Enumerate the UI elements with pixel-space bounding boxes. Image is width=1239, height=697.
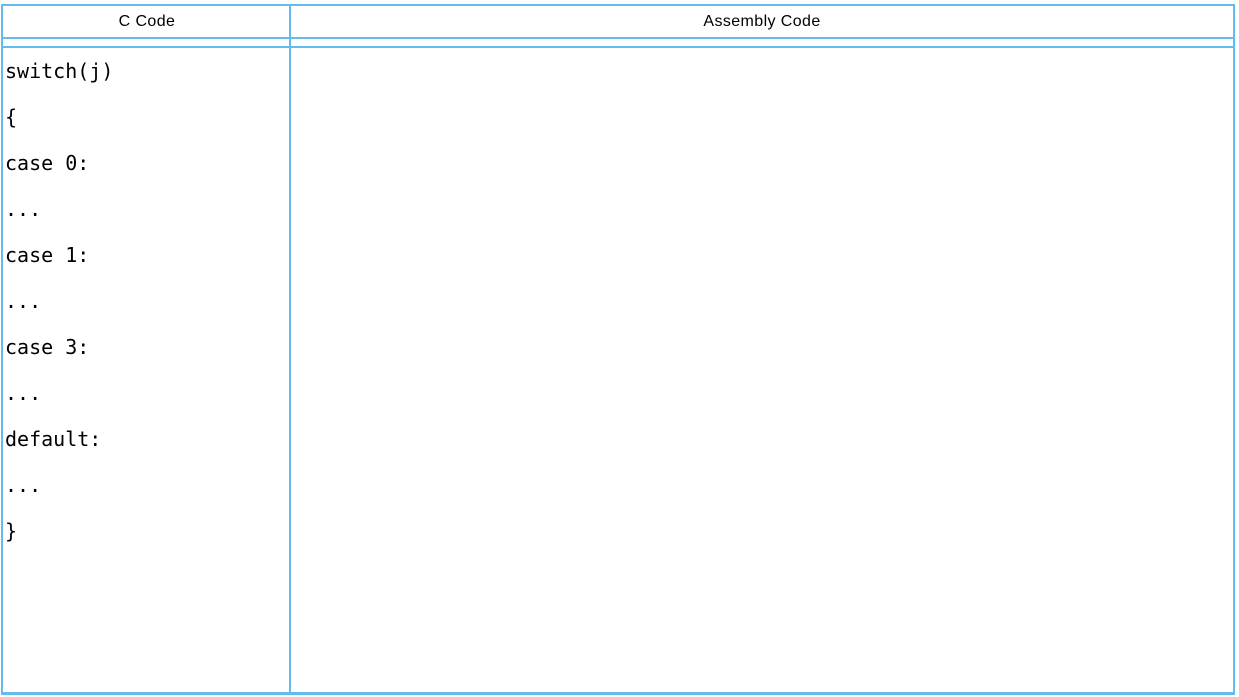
assembly-cell: .word (.Lcase1-.Ltab) (291, 554, 1233, 600)
assembly-cell: .word (.Lcase0-.Ltab) (291, 508, 1233, 554)
c-code-cell (3, 646, 291, 692)
table-row: switch(j) cmplwi r12, 4 (3, 48, 1233, 94)
c-code-cell: } (5, 519, 18, 543)
assembly-cell: bctr (291, 416, 1233, 462)
assembly-cell: lwax r8,r10,r8 (291, 278, 1233, 324)
c-code-cell: case 0: (5, 151, 90, 175)
c-code-cell: case 1: (5, 243, 90, 267)
assembly-cell: ld r10,.Ltab@got@l(r10) (291, 186, 1233, 232)
assembly-cell: addis r10,r2,.Ltab@got@ha (291, 140, 1233, 186)
table-body: switch(j) cmplwi r12, 4 { bge .Ldefault … (3, 48, 1233, 692)
c-code-cell: ... (5, 473, 42, 497)
code-comparison-table: C Code Assembly Code switch(j) cmplwi r1… (1, 4, 1235, 695)
assembly-cell: bge .Ldefault (291, 94, 1233, 140)
header-assembly-code: Assembly Code (703, 12, 821, 30)
c-code-cell: switch(j) (5, 59, 114, 83)
table-row: ... lwax r8,r10,r8 (3, 278, 1233, 324)
table-row: .word (.Lcase3-.Ltab) (3, 646, 1233, 692)
assembly-cell: mtctr r10 (291, 370, 1233, 416)
table-row: { bge .Ldefault (3, 94, 1233, 140)
assembly-cell: slwi r12,2 (291, 232, 1233, 278)
c-code-cell: ... (5, 381, 42, 405)
assembly-cell: .Ltab: (291, 462, 1233, 508)
table-row: .word (.Ldefault-.Ltab) (3, 600, 1233, 646)
table-header-row: C Code Assembly Code (3, 6, 1233, 39)
c-code-cell: case 3: (5, 335, 90, 359)
c-code-cell: default: (5, 427, 102, 451)
c-code-cell: ... (5, 289, 42, 313)
table-row: ... ld r10,.Ltab@got@l(r10) (3, 186, 1233, 232)
table-row: .word (.Lcase1-.Ltab) (3, 554, 1233, 600)
c-code-cell (3, 600, 291, 646)
table-row: default: bctr (3, 416, 1233, 462)
header-separator-double-rule (3, 39, 1233, 48)
c-code-cell (3, 554, 291, 600)
column-divider (289, 6, 291, 692)
table-row: case 0: addis r10,r2,.Ltab@got@ha (3, 140, 1233, 186)
assembly-cell: cmplwi r12, 4 (291, 48, 1233, 94)
table-row: } .word (.Lcase0-.Ltab) (3, 508, 1233, 554)
assembly-cell: .word (.Lcase3-.Ltab) (291, 646, 1233, 692)
table-row: ... .Ltab: (3, 462, 1233, 508)
assembly-cell: .word (.Ldefault-.Ltab) (291, 600, 1233, 646)
c-code-cell: ... (5, 197, 42, 221)
c-code-cell: { (5, 105, 18, 129)
header-c-code: C Code (118, 12, 176, 30)
table-row: ... mtctr r10 (3, 370, 1233, 416)
table-row: case 3: add r10,r8,r12 (3, 324, 1233, 370)
assembly-cell: add r10,r8,r12 (291, 324, 1233, 370)
table-row: case 1: slwi r12,2 (3, 232, 1233, 278)
